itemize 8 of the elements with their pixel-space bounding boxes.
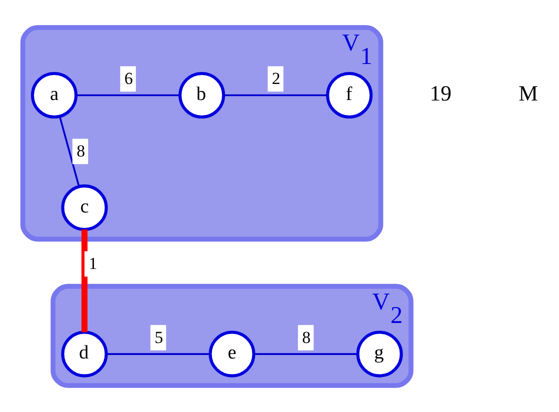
edge-label: 2	[272, 68, 280, 88]
edge-label: 5	[154, 327, 164, 346]
edge-label: 8	[76, 141, 86, 160]
edge-label: 1	[88, 254, 98, 273]
edge-label: 6	[124, 68, 133, 88]
label: 19	[430, 81, 452, 106]
edge-label: 8	[302, 327, 311, 346]
label: M	[518, 81, 538, 106]
